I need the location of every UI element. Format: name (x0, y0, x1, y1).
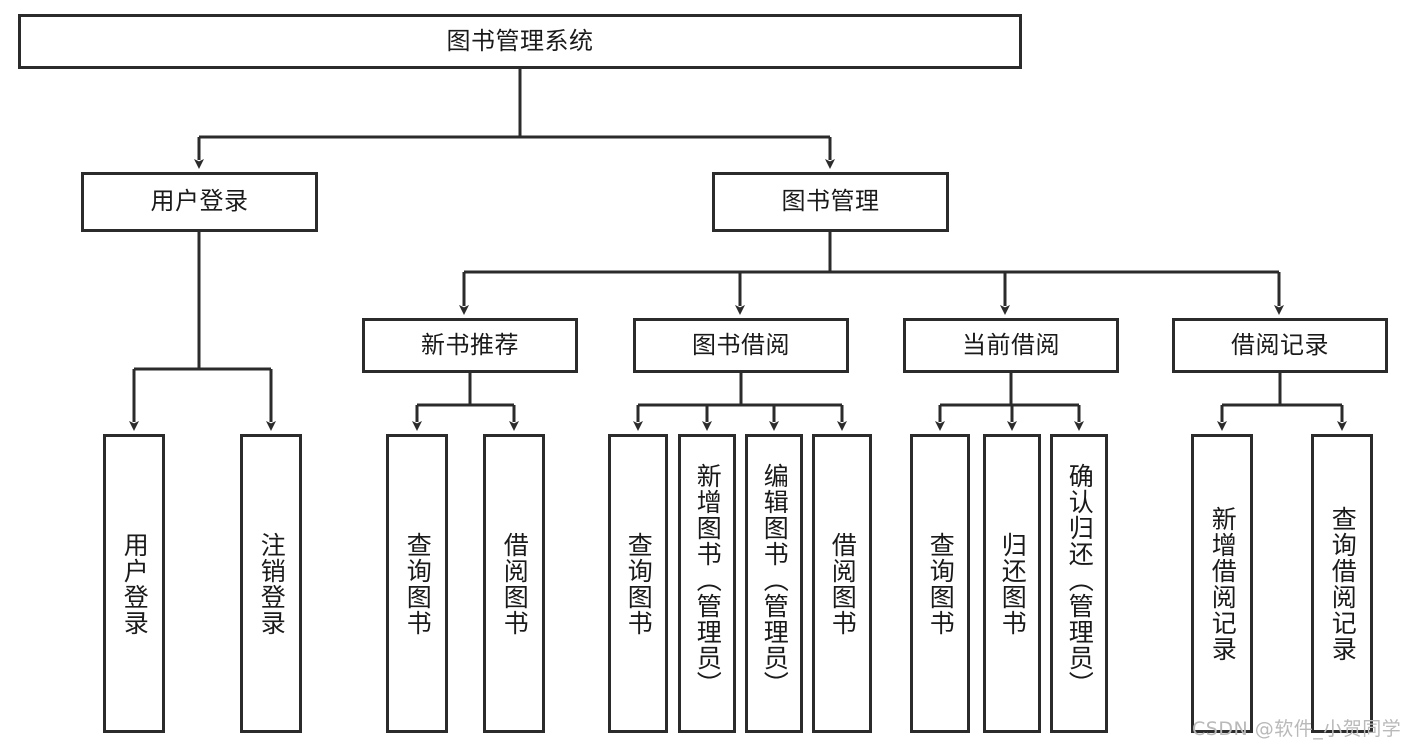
node-leaf-query-book-3[interactable]: 查询图书 (910, 434, 970, 733)
node-leaf-query-book-2[interactable]: 查询图书 (608, 434, 668, 733)
node-book-borrow[interactable]: 图书借阅 (633, 318, 849, 373)
node-label: 查询图书 (624, 531, 654, 636)
node-leaf-query-book-1[interactable]: 查询图书 (386, 434, 448, 733)
node-label: 当前借阅 (962, 330, 1060, 359)
node-label: 新增借阅记录 (1208, 505, 1238, 662)
node-leaf-edit-book-admin[interactable]: 编辑图书（管理员） (745, 434, 803, 733)
node-new-book-recommend[interactable]: 新书推荐 (362, 318, 578, 373)
node-leaf-confirm-return-admin[interactable]: 确认归还（管理员） (1050, 434, 1108, 733)
node-label: 新增图书（管理员） (693, 463, 723, 697)
node-label: 用户登录 (120, 531, 150, 636)
node-label: 查询图书 (403, 531, 433, 636)
node-leaf-query-borrow-record[interactable]: 查询借阅记录 (1311, 434, 1373, 733)
node-leaf-borrow-book-2[interactable]: 借阅图书 (812, 434, 872, 733)
node-borrow-record[interactable]: 借阅记录 (1172, 318, 1388, 373)
node-book-manage[interactable]: 图书管理 (712, 172, 949, 232)
node-user-login[interactable]: 用户登录 (81, 172, 318, 232)
node-label: 图书管理 (781, 187, 880, 216)
node-leaf-user-login[interactable]: 用户登录 (103, 434, 165, 733)
node-label: 归还图书 (998, 531, 1028, 636)
node-leaf-add-book-admin[interactable]: 新增图书（管理员） (678, 434, 736, 733)
node-label: 借阅图书 (828, 531, 858, 636)
node-leaf-return-book[interactable]: 归还图书 (983, 434, 1041, 733)
node-label: 用户登录 (150, 187, 249, 216)
node-label: 注销登录 (257, 531, 287, 636)
node-leaf-borrow-book-1[interactable]: 借阅图书 (483, 434, 545, 733)
node-label: 借阅记录 (1231, 330, 1329, 359)
node-label: 查询借阅记录 (1328, 505, 1358, 662)
node-label: 查询图书 (926, 531, 956, 636)
node-label: 编辑图书（管理员） (760, 463, 790, 697)
node-current-borrow[interactable]: 当前借阅 (903, 318, 1119, 373)
node-label: 图书管理系统 (446, 26, 594, 55)
node-leaf-logout-login[interactable]: 注销登录 (240, 434, 302, 733)
node-label: 借阅图书 (500, 531, 530, 636)
node-root[interactable]: 图书管理系统 (18, 14, 1022, 69)
node-label: 新书推荐 (421, 330, 519, 359)
connector-lines (129, 69, 1347, 431)
node-label: 图书借阅 (692, 330, 790, 359)
node-label: 确认归还（管理员） (1065, 463, 1095, 697)
node-leaf-add-borrow-record[interactable]: 新增借阅记录 (1191, 434, 1253, 733)
